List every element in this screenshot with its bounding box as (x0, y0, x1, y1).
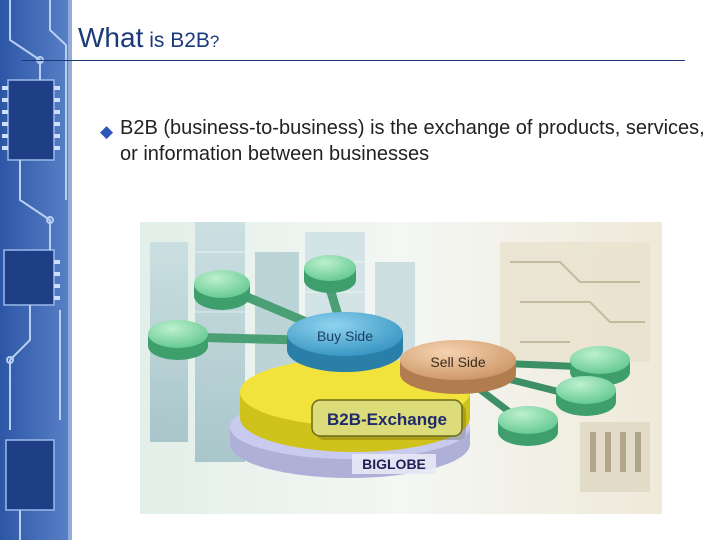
sell-side-label: Sell Side (430, 354, 485, 370)
slide-title: What is B2B? (78, 22, 219, 62)
bullet-text: B2B (business-to-business) is the exchan… (120, 117, 705, 165)
bullet-item: ◆ B2B (business-to-business) is the exch… (100, 115, 710, 167)
node-icon (498, 406, 558, 434)
title-question-mark: ? (209, 32, 220, 51)
title-underline (22, 60, 685, 61)
b2b-exchange-illustration: B2B-Exchange Buy Side Sell Side (140, 222, 662, 514)
node-icon (570, 346, 630, 374)
brand-label: BIGLOBE (362, 456, 426, 472)
node-icon (304, 255, 356, 281)
decorative-circuit-strip (0, 0, 72, 540)
title-rest: is B2B (143, 29, 210, 52)
exchange-label: B2B-Exchange (327, 410, 447, 429)
node-icon (148, 320, 208, 348)
node-icon (194, 270, 250, 298)
buy-side-label: Buy Side (317, 328, 373, 344)
diamond-bullet-icon: ◆ (100, 122, 114, 141)
node-icon (556, 376, 616, 404)
title-word-what: What (78, 22, 144, 53)
